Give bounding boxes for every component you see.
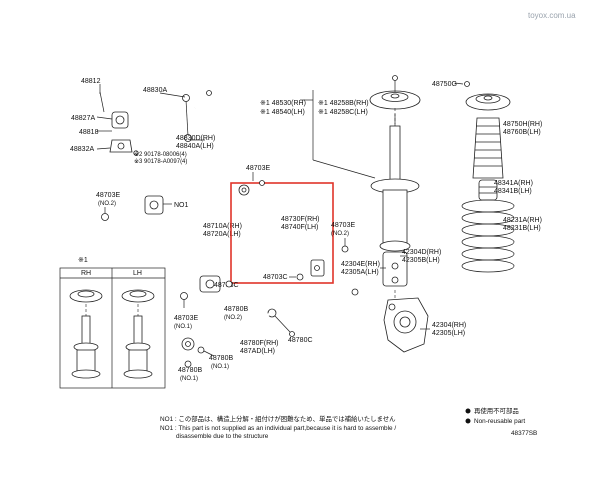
- label-48740F: 48740F(LH): [281, 224, 318, 231]
- label-no2-lower: (NO.2): [224, 315, 242, 321]
- legend-english: Non-reusable part: [474, 418, 525, 425]
- label-48730F: 48730F(RH): [281, 216, 320, 223]
- label-48840A: 48840A(LH): [176, 143, 214, 150]
- inset-lh-label: LH: [133, 270, 142, 277]
- bolt-48703E-top: [252, 172, 265, 186]
- label-48827A: 48827A: [71, 115, 95, 122]
- label-48231A: 48231A(RH): [503, 217, 542, 224]
- label-48703C-box: 48703C: [263, 274, 288, 281]
- rear-axle-carrier: [383, 297, 429, 353]
- label-90178-08006: ※2 90178-08006(4): [134, 151, 187, 158]
- label-48231B: 48231B(LH): [503, 225, 541, 232]
- diagram-number: 48377SB: [511, 430, 537, 437]
- inset-rh-label: RH: [81, 270, 91, 277]
- label-42304D: 42304D(RH): [402, 249, 441, 256]
- legend-japanese: 再使用不可部品: [474, 406, 519, 415]
- inset-lh-strut: [121, 289, 155, 379]
- label-no1-mid: (NO.1): [211, 364, 229, 370]
- label-48703E-right: 48703E: [331, 222, 355, 229]
- inset-title: ※1: [78, 257, 88, 264]
- label-48830A: 48830A: [143, 87, 167, 94]
- label-no2-right: (NO.2): [331, 231, 349, 237]
- label-48710A: 48710A(RH): [203, 223, 242, 230]
- bolt-48780B-mid: [197, 346, 215, 357]
- rear-upper-mount: [465, 93, 511, 111]
- nut-48780B-bot: [184, 360, 192, 368]
- label-48530: ※1 48530(RH): [260, 100, 306, 107]
- label-42304: 42304(RH): [432, 322, 466, 329]
- label-48750H: 48750H(RH): [503, 121, 542, 128]
- note-english-line1: NO1 : This part is not supplied as an in…: [160, 425, 396, 432]
- label-48830D: 48830D(RH): [176, 135, 215, 142]
- label-90178-A0097: ※3 90178-A0097(4): [134, 158, 187, 165]
- label-48832A: 48832A: [70, 146, 94, 153]
- label-42305A: 42305A(LH): [341, 269, 379, 276]
- label-48760B: 48760B(LH): [503, 129, 541, 136]
- label-42304E: 42304E(RH): [341, 261, 380, 268]
- lower-arm-no1: [144, 195, 221, 293]
- highlight-box: [230, 182, 334, 284]
- note-japanese: NO1 : この部品は、構造上分解・組付けが困難なため、単品では補給いたしません: [160, 414, 396, 423]
- label-48818: 48818: [79, 129, 99, 136]
- label-48540: ※1 48540(LH): [260, 109, 305, 116]
- upper-support: [369, 75, 421, 110]
- label-48750G: 48750G: [432, 81, 457, 88]
- label-48780B-top: 48780B: [224, 306, 248, 313]
- toe-control-arm: [181, 311, 274, 351]
- label-48258B: ※1 48258B(RH): [318, 100, 369, 107]
- label-no2-left: (NO.2): [98, 201, 116, 207]
- label-48258C: ※1 48258C(LH): [318, 109, 368, 116]
- legend-bullet-en: [465, 418, 471, 424]
- label-no1-lower-left: (NO.1): [174, 324, 192, 330]
- strut-assembly: [370, 114, 420, 287]
- label-48703E-top: 48703E: [246, 165, 270, 172]
- watermark-text: toyox.com.ua: [528, 11, 576, 20]
- label-48780F: 48780F(RH): [240, 340, 279, 347]
- label-48703E-lower: 48703E: [174, 315, 198, 322]
- lower-arm-no2: [238, 184, 325, 277]
- label-48703E-left: 48703E: [96, 192, 120, 199]
- stabilizer-bar: [70, 91, 196, 126]
- legend-bullet-jp: [465, 408, 471, 414]
- stabilizer-bushing: [111, 111, 129, 129]
- label-42305B: 42305B(LH): [402, 257, 440, 264]
- label-48780B-bot: 48780B: [178, 367, 202, 374]
- nut-48703C-box: [289, 273, 304, 281]
- label-48720A: 48720A(LH): [203, 231, 241, 238]
- stabilizer-link: [182, 90, 212, 142]
- label-487AD: 487AD(LH): [240, 348, 275, 355]
- label-no1-arm: NO1: [174, 202, 189, 209]
- label-48341A: 48341A(RH): [494, 180, 533, 187]
- label-48780B-mid: 48780B: [209, 355, 233, 362]
- label-42305: 42305(LH): [432, 330, 465, 337]
- bolt-48703E-left: [101, 207, 109, 221]
- inset-box: [59, 267, 166, 389]
- coil-spring: [461, 199, 515, 273]
- label-no1-bot: (NO.1): [180, 376, 198, 382]
- stabilizer-bracket: [109, 139, 139, 156]
- label-48780C: 48780C: [288, 337, 313, 344]
- note-english-line2: disassemble due to the structure: [176, 433, 269, 440]
- bolt-48703E-lower: [180, 292, 188, 308]
- bolt-48703E-right: [341, 238, 349, 253]
- label-48812: 48812: [81, 78, 101, 85]
- nut-48703C-left: [225, 280, 233, 288]
- label-48341B: 48341B(LH): [494, 188, 532, 195]
- inset-rh-strut: [69, 289, 103, 379]
- bolt-strut-lower: [351, 288, 359, 296]
- dust-boot: [472, 117, 504, 179]
